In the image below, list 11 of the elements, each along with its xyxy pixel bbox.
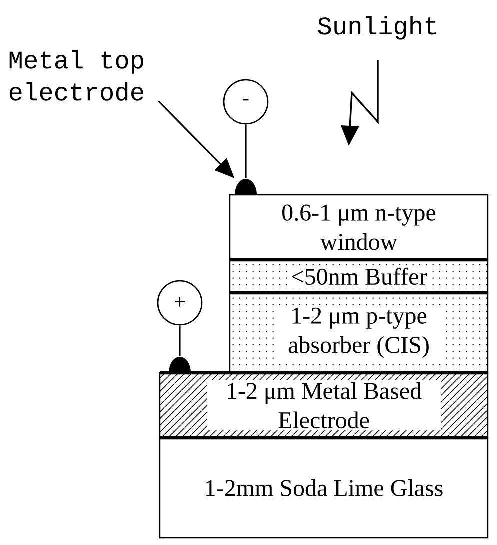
- contact-bump: [235, 179, 257, 195]
- layer-box: 0.6-1 μm n-type window: [229, 194, 489, 261]
- wire: [179, 326, 181, 356]
- wire: [245, 124, 247, 178]
- contact-bump: [169, 357, 191, 373]
- layer-box: 1-2mm Soda Lime Glass: [159, 437, 489, 539]
- layer-box: 1-2 μm p-type absorber (CIS): [229, 292, 489, 374]
- layer-box: 1-2 μm Metal Based Electrode: [159, 372, 489, 439]
- layer-box: <50nm Buffer: [229, 259, 489, 294]
- label-text: Metal top electrode: [10, 50, 144, 101]
- label-text: Sunlight: [318, 16, 436, 40]
